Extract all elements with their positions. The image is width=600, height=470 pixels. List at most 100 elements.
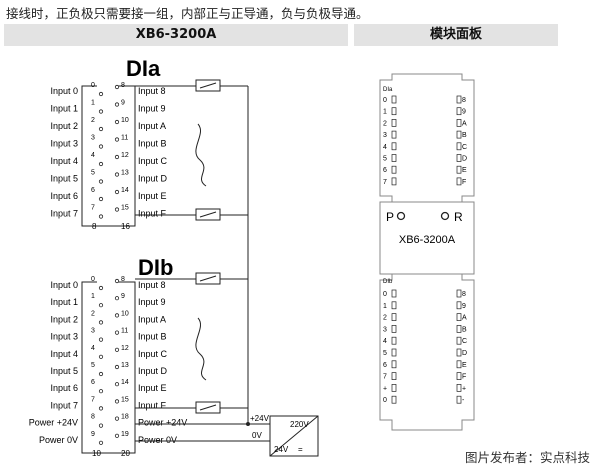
dia-right-input-label: Input B — [138, 139, 167, 149]
panel-led-label: F — [462, 179, 466, 186]
panel-led — [456, 384, 462, 392]
panel-led — [391, 130, 397, 139]
dib-right-pin-number: 8 — [121, 276, 125, 283]
dia-right-terminal — [114, 102, 120, 107]
status-led-r — [440, 211, 450, 221]
dib-left-terminal — [98, 440, 104, 445]
panel-led-label: A — [462, 120, 467, 127]
dia-left-input-label: Input 4 — [50, 156, 78, 166]
dia-right-pin-number: 12 — [121, 152, 129, 159]
panel-led-label: 7 — [383, 374, 387, 381]
dia-right-input-label: Input D — [138, 174, 168, 184]
panel-led — [456, 142, 462, 151]
dib-left-terminal — [98, 354, 104, 359]
panel-led-label: 6 — [383, 362, 387, 369]
panel-led — [456, 289, 462, 298]
panel-header: 模块面板 — [354, 24, 558, 46]
panel-led-label: 3 — [383, 326, 387, 333]
dib-right-pin-number: 11 — [121, 328, 128, 335]
dib-bottom-left-pin: 10 — [92, 449, 101, 458]
panel-led — [456, 165, 462, 174]
panel-led — [456, 301, 462, 310]
dia-right-terminal — [114, 189, 120, 195]
dib-right-terminal — [114, 330, 120, 335]
panel-led-label: + — [462, 385, 466, 392]
dia-right-pin-number: 9 — [121, 100, 125, 107]
dib-right-input-label: Power +24V — [138, 418, 187, 428]
dia-right-terminal — [114, 154, 120, 160]
panel-led — [391, 395, 397, 404]
dib-left-input-label: Input 2 — [50, 314, 78, 324]
panel-led-label: 1 — [383, 303, 387, 310]
dia-left-input-label: Input 7 — [50, 209, 78, 219]
dib-left-pin-number: 7 — [91, 396, 95, 403]
panel-led-label: F — [462, 374, 466, 381]
dia-right-pin-number: 15 — [121, 205, 129, 212]
dia-left-pin-number: 6 — [91, 187, 95, 194]
panel-led-label: 6 — [383, 167, 387, 174]
dia-left-pin-number: 5 — [91, 170, 95, 177]
panel-led — [391, 325, 397, 333]
dib-left-terminal — [98, 285, 104, 291]
dib-right-input-label: Input C — [138, 349, 168, 359]
panel-led-label: + — [383, 385, 387, 392]
status-led-p — [396, 211, 406, 221]
dib-right-input-label: Input E — [138, 383, 167, 393]
wiring-note: 接线时，正负极只需要接一组，内部正与正导通，负与负极导通。 — [6, 6, 369, 21]
panel-led-label: 1 — [383, 109, 387, 116]
dia-left-terminal — [98, 179, 104, 184]
dib-right-input-label: Input F — [138, 400, 167, 410]
panel-led-label: 4 — [383, 338, 387, 345]
dib-left-input-label: Input 5 — [50, 366, 78, 376]
dib-right-terminal — [114, 382, 120, 387]
panel-model-label: XB6-3200A — [399, 234, 456, 246]
dib-left-input-label: Input 6 — [50, 383, 78, 393]
dia-right-input-label: Input F — [138, 209, 167, 219]
panel-led — [391, 348, 397, 357]
psu-zero-label: 0V — [252, 431, 262, 440]
panel-led-label: 0 — [383, 291, 387, 298]
panel-led-label: 9 — [462, 109, 466, 116]
dia-left-input-label: Input 5 — [50, 174, 78, 184]
dia-right-input-label: Input 9 — [138, 104, 166, 114]
panel-led — [456, 107, 462, 116]
psu-out-label: 24V — [274, 445, 289, 454]
dib-right-pin-number: 18 — [121, 414, 129, 421]
panel-led-label: 8 — [462, 97, 466, 104]
dib-left-terminal — [98, 371, 104, 377]
dib-right-input-label: Power 0V — [138, 435, 177, 445]
dib-left-pin-number: 8 — [91, 414, 95, 421]
status-label-r: R — [454, 210, 463, 224]
panel-led-label: 5 — [383, 156, 387, 163]
dia-left-pin-number: 0 — [91, 82, 95, 89]
dib-right-input-label: Input B — [138, 332, 167, 342]
panel-led-label: 3 — [383, 132, 387, 139]
dia-ellipsis-curve — [195, 123, 207, 187]
module-panel: DIa DIb 0123456789ABCDEF01234567+089ABCD… — [379, 73, 475, 431]
panel-led-label: - — [462, 397, 465, 404]
dia-left-input-label: Input 2 — [50, 121, 78, 131]
panel-led — [391, 119, 397, 127]
dib-left-pin-number: 9 — [91, 431, 95, 438]
dib-right-pin-number: 19 — [121, 431, 129, 438]
dib-right-input-label: Input D — [138, 366, 168, 376]
dib-left-input-label: Power +24V — [29, 418, 78, 428]
dia-right-pin-number: 11 — [121, 135, 128, 142]
panel-led — [456, 95, 462, 104]
dib-right-terminal — [114, 347, 120, 352]
image-credit: 图片发布者：实点科技 — [464, 450, 590, 465]
dia-right-pin-number: 10 — [121, 117, 129, 124]
panel-led — [456, 360, 462, 369]
panel-led — [456, 395, 462, 404]
panel-led — [391, 107, 397, 116]
dib-right-pin-number: 10 — [121, 310, 129, 317]
dib-left-terminal — [98, 303, 104, 308]
dib-right-input-label: Input A — [138, 314, 166, 324]
dia-right-terminal — [114, 172, 120, 177]
panel-led — [391, 177, 397, 186]
panel-led-label: 4 — [383, 144, 387, 151]
dia-right-pin-number: 8 — [121, 82, 125, 89]
dib-switch-bottom-contact — [199, 404, 217, 411]
panel-led-label: B — [462, 326, 467, 333]
